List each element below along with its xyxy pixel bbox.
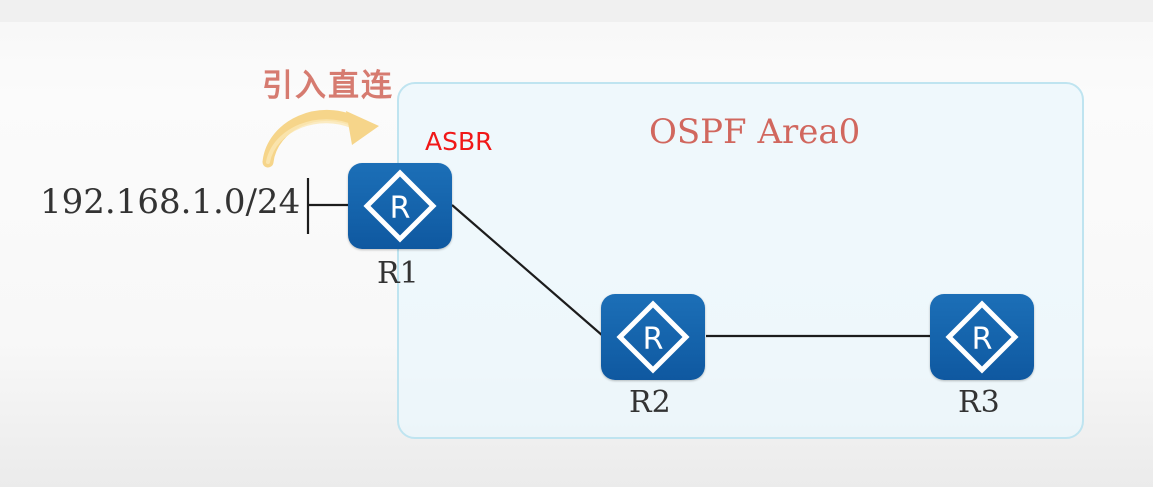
top-band	[0, 0, 1153, 22]
router-r3[interactable]: R	[930, 294, 1034, 380]
asbr-label: ASBR	[425, 127, 493, 156]
svg-text:R: R	[972, 322, 993, 357]
svg-text:R: R	[643, 322, 664, 357]
import-direct-label: 引入直连	[262, 68, 394, 104]
router-r1[interactable]: R	[348, 163, 452, 249]
svg-text:R: R	[390, 191, 411, 226]
router-icon: R	[945, 300, 1019, 374]
link-r1-r2	[451, 204, 604, 337]
import-arrow-icon	[262, 109, 379, 168]
router-r2[interactable]: R	[601, 294, 705, 380]
router-r1-name: R1	[377, 256, 419, 291]
network-prefix-label: 192.168.1.0/24	[40, 182, 301, 222]
router-r2-name: R2	[629, 385, 671, 420]
router-r3-name: R3	[958, 385, 1000, 420]
ospf-area-title: OSPF Area0	[649, 112, 861, 152]
router-icon: R	[363, 169, 437, 243]
router-icon: R	[616, 300, 690, 374]
